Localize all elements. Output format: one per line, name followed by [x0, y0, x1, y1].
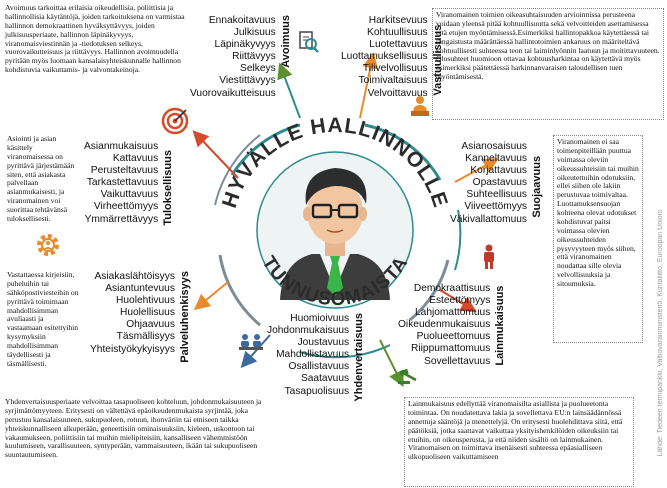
desc-suojaavuus: Viranomainen ei saa toimenpiteillään puu… [553, 135, 643, 343]
palveluhenkisyys-item: Asiantuntevuus [105, 283, 175, 295]
palveluhenkisyys-item: Huolellisuus [119, 307, 175, 319]
group-avoimuus: Ennakoitavuus Julkisuus Läpinäkyvyys Rii… [190, 15, 292, 108]
vastuullisuus-item: Velvoittavuus [367, 87, 428, 99]
group-title-palveluhenkisyys: Palveluhenkisyys [178, 271, 191, 363]
palveluhenkisyys-item: Yhteistyökykyisyys [90, 343, 175, 355]
desc-palveluhenkisyys: Vastattaessa kirjeisiin, puheluihin tai … [7, 270, 79, 368]
people-table-icon [239, 334, 263, 350]
arrow-yhdenvertaisuus-right [379, 339, 404, 388]
palveluhenkisyys-item: Huolehtivuus [116, 295, 175, 307]
arrow-tuloksellisuus [192, 130, 239, 179]
vastuullisuus-item: Luottamuksellisuus [341, 51, 428, 63]
arrow-vastuullisuus [359, 52, 379, 119]
gavel-icon [398, 368, 417, 384]
tuloksellisuus-item: Ymmärrettävyys [84, 213, 159, 225]
group-title-yhdenvertaisuus: Yhdenvertaisuus [353, 313, 366, 402]
lainmukaisuus-item: Sovellettavuus [424, 355, 491, 367]
yhdenvertaisuus-item: Tasapuolisuus [284, 385, 350, 397]
group-vastuullisuus: Harkitsevuus Kohtuullisuus Luotettavuus … [341, 15, 444, 100]
avoimuus-item: Läpinäkyvyys [214, 39, 276, 51]
palveluhenkisyys-item: Ohjaavuus [126, 319, 175, 331]
arrow-lainmukaisuus [439, 289, 477, 313]
tuloksellisuus-item: Kattavuus [112, 153, 159, 165]
lainmukaisuus-item: Lahjomattomuus [414, 307, 491, 319]
ring-arcs [214, 123, 462, 359]
yhdenvertaisuus-item: Saatavuus [300, 373, 350, 385]
yhdenvertaisuus-item: Joustavuus [297, 337, 350, 349]
group-title-vastuullisuus: Vastuullisuus [431, 24, 444, 96]
lainmukaisuus-item: Esteettömyys [429, 295, 491, 307]
suojaavuus-item: Suhteellisuus [466, 189, 528, 201]
lainmukaisuus-item: Demokraattisuus [413, 283, 491, 294]
yhdenvertaisuus-item: Mahdollistavuus [276, 349, 350, 361]
avoimuus-item: Julkisuus [233, 27, 276, 39]
group-yhdenvertaisuus: Huomioivuus Johdonmukaisuus Joustavuus M… [267, 313, 365, 402]
suojaavuus-item: Kanneltavuus [465, 153, 528, 165]
tuloksellisuus-item: Virheettömyys [93, 201, 159, 213]
group-title-avoimuus: Avoimuus [279, 15, 292, 68]
person-standing-icon [484, 244, 494, 269]
suojaavuus-item: Opastavuus [472, 177, 528, 189]
yhdenvertaisuus-item: Osallistavuus [288, 361, 350, 373]
group-title-suojaavuus: Suojaavuus [531, 155, 544, 218]
arrow-palveluhenkisyys [193, 281, 229, 311]
palveluhenkisyys-item: Asiakaslähtöisyys [94, 271, 175, 282]
lainmukaisuus-item: Riippumattomuus [411, 343, 491, 355]
avoimuus-item: Ennakoitavuus [208, 15, 276, 26]
arrow-avoimuus [277, 62, 301, 119]
avoimuus-item: Vuorovaikutteisuus [190, 87, 276, 99]
gear-people-icon [37, 234, 59, 256]
tuloksellisuus-item: Asianmukaisuus [84, 141, 159, 152]
target-icon [161, 107, 189, 135]
vastuullisuus-item: Luotettavuus [369, 39, 428, 51]
desc-avoimuus: Avoimuus tarkoittaa erilaisia oikeudelli… [5, 3, 185, 75]
yhdenvertaisuus-item: Huomioivuus [290, 313, 350, 324]
arrow-suojaavuus [454, 158, 500, 183]
vastuullisuus-item: Kohtuullisuus [367, 27, 428, 39]
magnifier-document-icon [299, 31, 319, 53]
desc-vastuullisuus: Viranomainen toimien oikeasuhtaisuuden a… [432, 8, 664, 120]
group-palveluhenkisyys: Asiakaslähtöisyys Asiantuntevuus Huoleht… [90, 271, 191, 363]
group-title-tuloksellisuus: Tuloksellisuus [162, 150, 175, 226]
suojaavuus-item: Viiveettömyys [464, 201, 528, 213]
tuloksellisuus-item: Vaikuttavuus [100, 189, 159, 201]
avoimuus-item: Selkeys [240, 63, 276, 75]
group-tuloksellisuus: Asianmukaisuus Kattavuus Perusteltavuus … [84, 141, 174, 226]
businessman-icon [280, 168, 390, 300]
desc-lainmukaisuus: Lainmukaisuus edellyttää viranomaisilta … [404, 397, 634, 487]
person-desk-icon [411, 96, 429, 116]
suojaavuus-item: Korjattavuus [470, 165, 528, 177]
suojaavuus-item: Asianosaisuus [461, 141, 528, 152]
palveluhenkisyys-item: Täsmällisyys [116, 331, 175, 343]
avoimuus-item: Viestittävyys [219, 75, 276, 87]
lainmukaisuus-item: Oikeudenmukaisuus [398, 319, 491, 331]
lainmukaisuus-item: Puolueettomuus [416, 331, 491, 343]
group-arrows [192, 52, 500, 388]
tuloksellisuus-item: Tarkastettavuus [86, 177, 159, 189]
vastuullisuus-item: Toimivaltaisuus [358, 75, 428, 87]
yhdenvertaisuus-item: Johdonmukaisuus [267, 325, 350, 337]
desc-yhdenvertaisuus: Yhdenvertaisuusperiaate velvoittaa tasap… [5, 397, 262, 460]
desc-tuloksellisuus: Asiointi ja asian käsittely viranomaises… [7, 134, 75, 223]
tuloksellisuus-item: Perusteltavuus [90, 165, 159, 177]
group-suojaavuus: Asianosaisuus Kanneltavuus Korjattavuus … [450, 141, 543, 226]
vastuullisuus-item: Harkitsevuus [368, 15, 428, 26]
suojaavuus-item: Väkivallattomuus [450, 213, 528, 225]
vastuullisuus-item: Tilivelvollisuus [362, 63, 428, 75]
group-lainmukaisuus: Demokraattisuus Esteettömyys Lahjomattom… [398, 283, 506, 368]
avoimuus-item: Riittävyys [232, 51, 276, 63]
group-title-lainmukaisuus: Lainmukaisuus [494, 285, 507, 366]
